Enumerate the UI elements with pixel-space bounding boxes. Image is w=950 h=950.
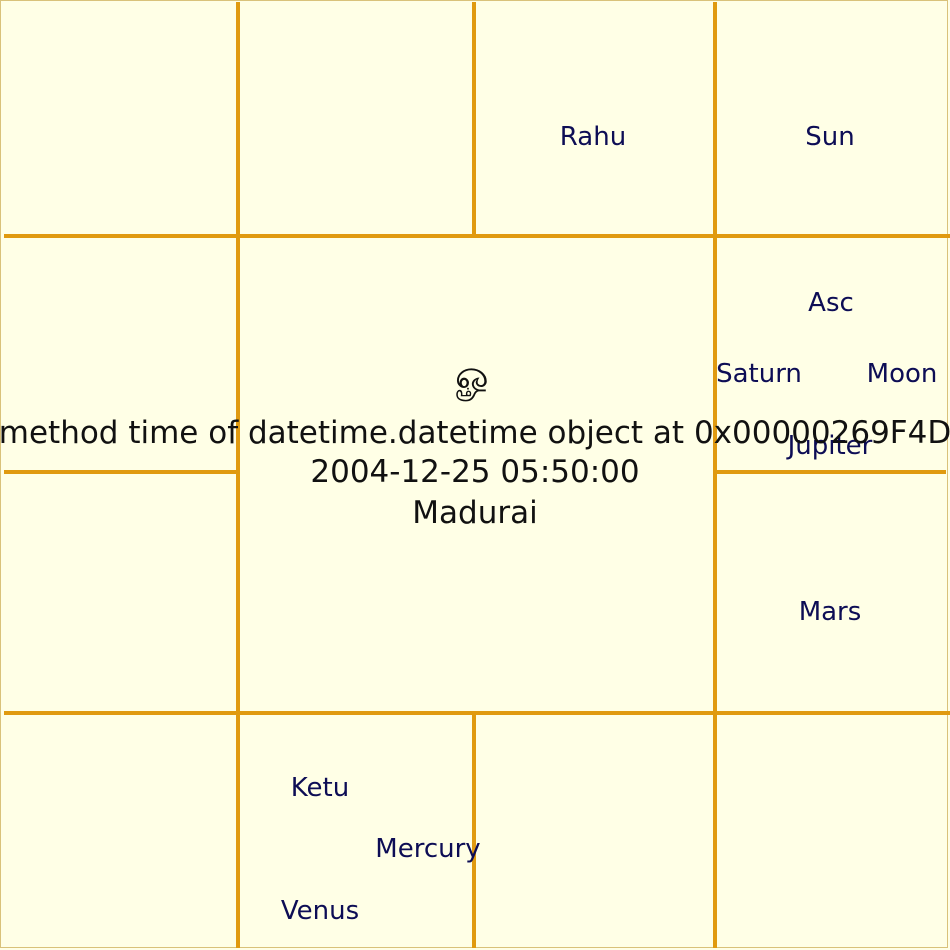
planet-moon: Moon bbox=[866, 359, 938, 389]
grid-line-v2-bottom bbox=[472, 711, 476, 948]
grid-line-v3 bbox=[713, 2, 717, 948]
planet-mercury: Mercury bbox=[375, 834, 481, 864]
time-label: method time of datetime.datetime object … bbox=[0, 415, 950, 451]
planet-saturn: Saturn bbox=[716, 359, 802, 389]
planet-asc: Asc bbox=[808, 288, 854, 318]
planet-sun: Sun bbox=[805, 122, 855, 152]
birth-place: Madurai bbox=[412, 495, 538, 531]
planet-venus: Venus bbox=[280, 896, 360, 926]
grid-line-h2-right bbox=[716, 470, 946, 474]
birth-datetime: 2004-12-25 05:50:00 bbox=[310, 454, 640, 490]
grid-line-h1 bbox=[4, 234, 950, 238]
grid-line-h3 bbox=[4, 711, 950, 715]
grid-line-v1 bbox=[236, 2, 240, 948]
om-symbol-icon: ௐ bbox=[455, 352, 495, 399]
planet-ketu: Ketu bbox=[290, 773, 350, 803]
planet-mars: Mars bbox=[798, 597, 862, 627]
planet-rahu: Rahu bbox=[559, 122, 627, 152]
grid-line-h2-left bbox=[4, 470, 238, 474]
planet-jupiter: Jupiter bbox=[787, 431, 873, 461]
grid-line-v2-top bbox=[472, 2, 476, 238]
